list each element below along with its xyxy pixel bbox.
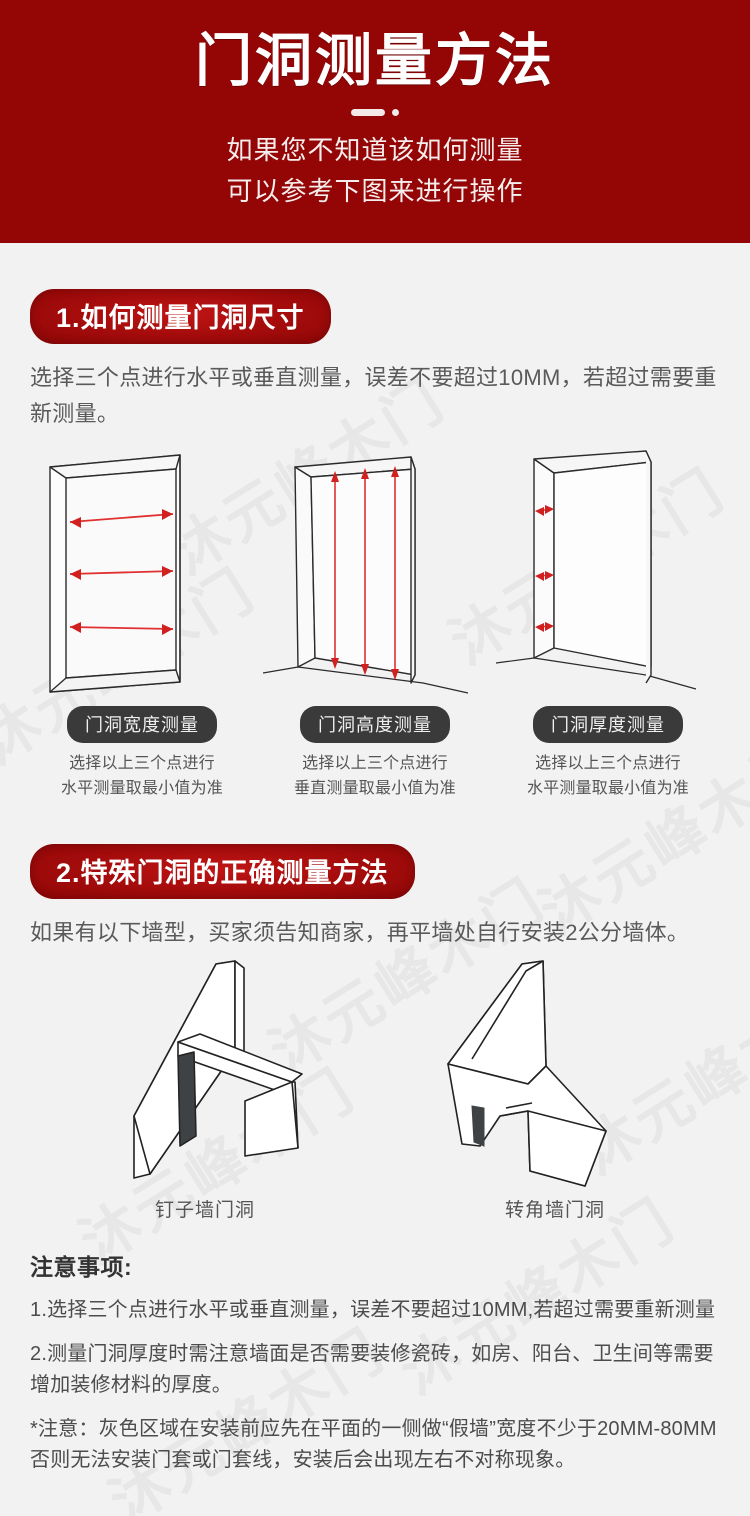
figure-thickness-note: 选择以上三个点进行 水平测量取最小值为准 <box>527 752 689 802</box>
figure-width-note-line-1: 选择以上三个点进行 <box>69 755 215 773</box>
wall-corner-label: 转角墙门洞 <box>504 1200 605 1222</box>
section-2-paragraph: 如果有以下墙型，买家须告知商家，再平墙处自行安装2公分墙体。 <box>30 919 690 945</box>
figure-width: 门洞宽度测量 选择以上三个点进行 水平测量取最小值为准 <box>30 445 254 802</box>
page-content: 1.如何测量门洞尺寸 选择三个点进行水平或垂直测量，误差不要超过10MM，若超过… <box>0 243 750 1516</box>
figure-height: 门洞高度测量 选择以上三个点进行 垂直测量取最小值为准 <box>263 445 487 802</box>
section-measure-dimensions: 1.如何测量门洞尺寸 选择三个点进行水平或垂直测量，误差不要超过10MM，若超过… <box>30 243 720 802</box>
section-special-openings: 2.特殊门洞的正确测量方法 如果有以下墙型，买家须告知商家，再平墙处自行安装2公… <box>30 802 720 1223</box>
figure-height-note-line-1: 选择以上三个点进行 <box>302 755 448 773</box>
section-1-paragraph: 选择三个点进行水平或垂直测量，误差不要超过10MM，若超过需要重新测量。 <box>30 365 717 426</box>
figure-width-note: 选择以上三个点进行 水平测量取最小值为准 <box>61 752 223 802</box>
notes-title: 注意事项: <box>30 1254 133 1281</box>
figure-width-caption: 门洞宽度测量 <box>67 706 217 744</box>
measurement-diagram-row: 门洞宽度测量 选择以上三个点进行 水平测量取最小值为准 <box>30 445 720 802</box>
note-line: *注意：灰色区域在安装前应先在平面的一侧做“假墙”宽度不少于20MM-80MM否… <box>30 1418 717 1472</box>
wall-nail-label: 钉子墙门洞 <box>154 1200 255 1222</box>
section-2-badge: 2.特殊门洞的正确测量方法 <box>30 843 415 899</box>
section-1-badge: 1.如何测量门洞尺寸 <box>30 289 331 344</box>
header-subtitle-line-1: 如果您不知道该如何测量 <box>226 135 524 166</box>
page-title: 门洞测量方法 <box>195 29 555 93</box>
figure-thickness: 门洞厚度测量 选择以上三个点进行 水平测量取最小值为准 <box>496 445 720 802</box>
nail-wall-opening-icon <box>30 956 380 1191</box>
door-frame-height-measure-icon <box>263 445 487 700</box>
note-line: 2.测量门洞厚度时需注意墙面是否需要装修瓷砖，如房、阳台、卫生间等需要增加装修材… <box>30 1343 714 1397</box>
note-line: 1.选择三个点进行水平或垂直测量，误差不要超过10MM,若超过需要重新测量 <box>30 1299 716 1322</box>
divider-dot <box>392 109 399 117</box>
figure-width-note-line-2: 水平测量取最小值为准 <box>60 780 223 798</box>
door-frame-thickness-measure-icon <box>496 445 720 700</box>
figure-thickness-note-line-2: 水平测量取最小值为准 <box>526 780 689 798</box>
wall-corner: 转角墙门洞 <box>380 956 730 1222</box>
figure-height-note-line-2: 垂直测量取最小值为准 <box>293 780 456 798</box>
wall-diagram-row: 钉子墙门洞 <box>30 956 720 1222</box>
divider-bar <box>351 109 385 117</box>
wall-nail: 钉子墙门洞 <box>30 956 380 1222</box>
figure-height-note: 选择以上三个点进行 垂直测量取最小值为准 <box>294 752 456 802</box>
corner-wall-opening-icon <box>380 956 730 1191</box>
figure-thickness-note-line-1: 选择以上三个点进行 <box>535 755 681 773</box>
figure-thickness-caption: 门洞厚度测量 <box>533 706 683 744</box>
dash-dot-divider-icon <box>0 109 750 117</box>
header-subtitle-line-2: 可以参考下图来进行操作 <box>226 175 524 206</box>
door-frame-width-measure-icon <box>30 445 254 700</box>
header-banner: 门洞测量方法 如果您不知道该如何测量 可以参考下图来进行操作 <box>0 0 750 243</box>
notes-section: 注意事项: 1.选择三个点进行水平或垂直测量，误差不要超过10MM,若超过需要重… <box>30 1248 720 1516</box>
figure-height-caption: 门洞高度测量 <box>300 706 450 744</box>
